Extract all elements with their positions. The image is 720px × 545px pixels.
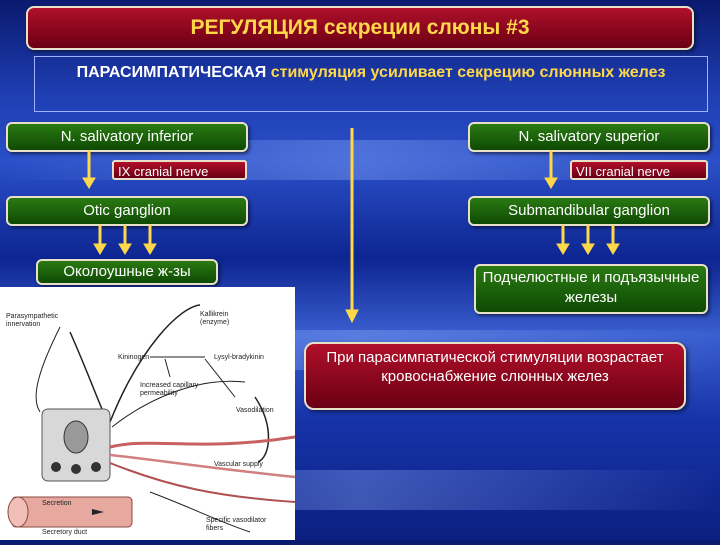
arrow-otic-2 xyxy=(118,225,132,255)
otic-ganglion-box: Otic ganglion xyxy=(6,196,248,226)
subtitle-part2: стимуляция усиливает секрецию слюнных же… xyxy=(270,64,666,81)
subtitle-box: ПАРАСИМПАТИЧЕСКАЯ стимуляция усиливает с… xyxy=(34,56,708,112)
label-vascular-supply: Vascular supply xyxy=(214,461,263,468)
label-kininogen: Kininogen xyxy=(118,354,150,361)
label-vasodilation: Vasodilation xyxy=(236,407,274,414)
label-secretory-duct: Secretory duct xyxy=(42,529,88,536)
arrow-sub-1 xyxy=(556,225,570,255)
vii-cranial-nerve-label: VII cranial nerve xyxy=(570,160,708,180)
salivary-gland-figure: Parasympathetic innervation Kallikrein (… xyxy=(0,287,296,540)
arrow-otic-1 xyxy=(93,225,107,255)
label-lysyl-bradykinin: Lysyl-bradykinin xyxy=(214,354,264,361)
slide-title: РЕГУЛЯЦИЯ секреции слюны #3 xyxy=(26,6,694,50)
label-secretion: Secretion xyxy=(42,500,72,507)
submandibular-sublingual-glands-box: Подчелюстные и подъязычные железы xyxy=(474,264,708,314)
ix-cranial-nerve-label: IX cranial nerve xyxy=(112,160,247,180)
label-parasympathetic: Parasympathetic innervation xyxy=(6,313,59,328)
subtitle-part1: ПАРАСИМПАТИЧЕСКАЯ xyxy=(76,64,271,81)
arrow-right-1 xyxy=(544,150,558,189)
label-kallikrein: Kallikrein (enzyme) xyxy=(200,311,230,326)
submandibular-ganglion-box: Submandibular ganglion xyxy=(468,196,710,226)
label-permeability: Increased capillary permeability xyxy=(140,382,199,397)
arrow-sub-2 xyxy=(581,225,595,255)
blood-flow-box: При парасимпатической стимуляции возраст… xyxy=(304,342,686,410)
arrow-sub-3 xyxy=(606,225,620,255)
n-salivatory-superior-box: N. salivatory superior xyxy=(468,122,710,152)
n-salivatory-inferior-box: N. salivatory inferior xyxy=(6,122,248,152)
parotid-glands-box: Околоушные ж-зы xyxy=(36,259,218,285)
arrow-left-1 xyxy=(82,150,96,189)
figure-drawing xyxy=(7,304,296,533)
arrow-center xyxy=(345,128,359,324)
arrow-otic-3 xyxy=(143,225,157,255)
label-vasodilator-fibers: Specific vasodilator fibers xyxy=(206,517,267,532)
